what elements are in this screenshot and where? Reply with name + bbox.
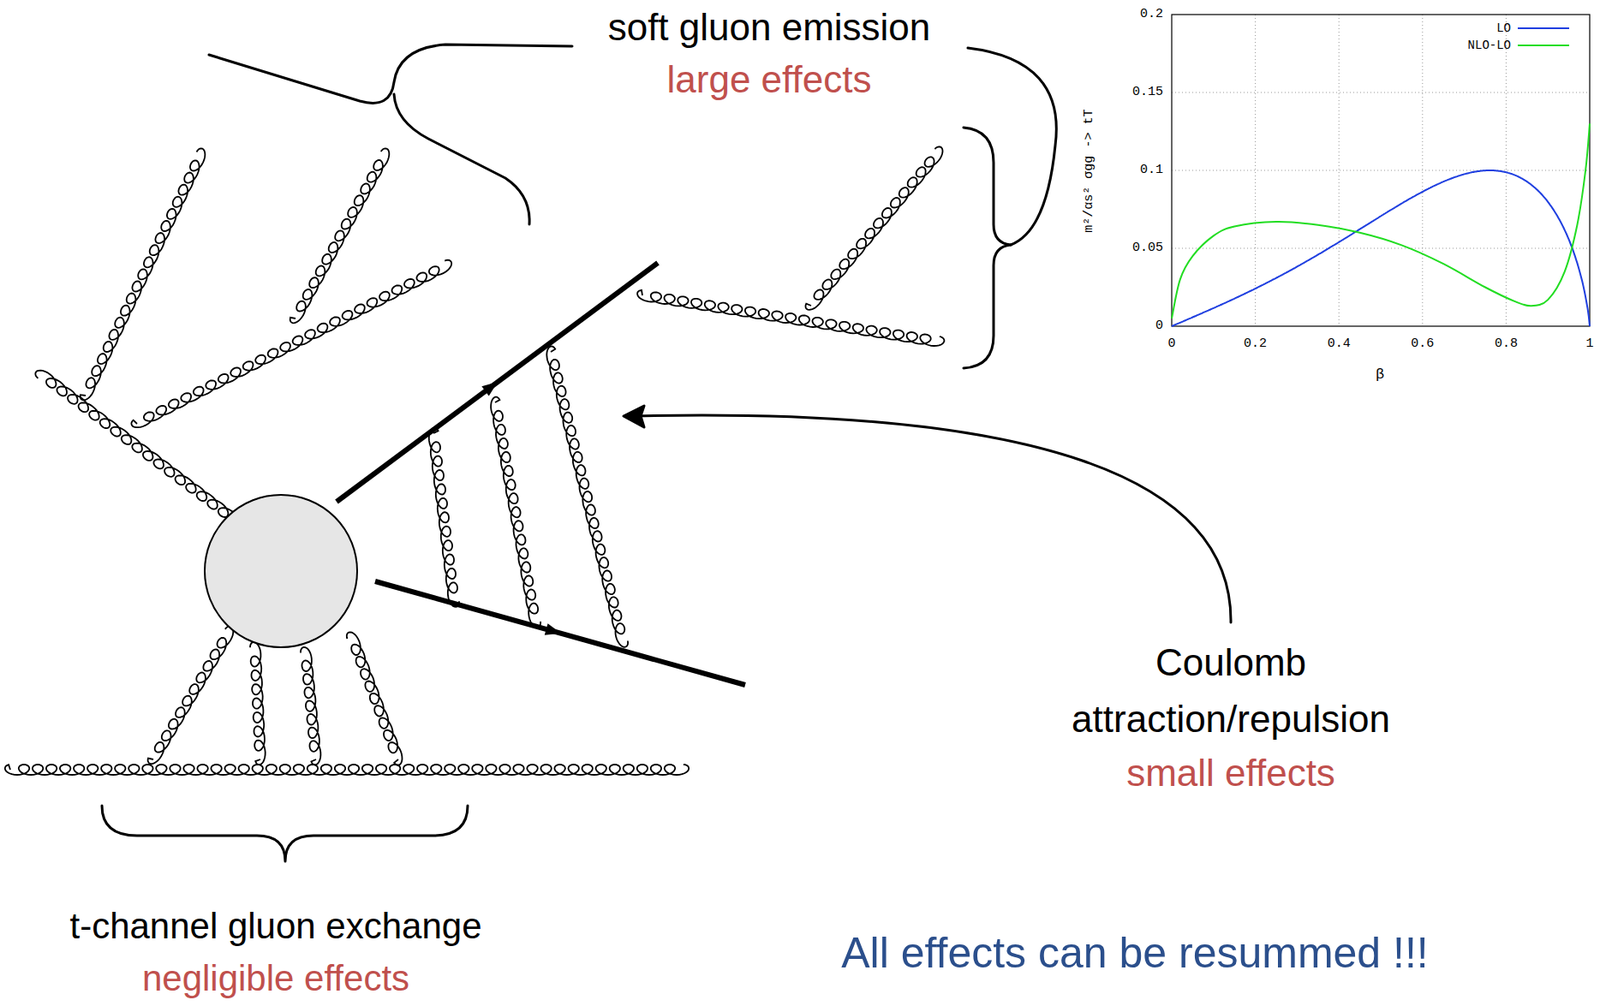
tick-label: 0.4 — [1327, 336, 1351, 352]
gluon-line — [290, 148, 390, 323]
heading-label: t-channel gluon exchange — [69, 906, 482, 948]
tick-label: 1 — [1585, 336, 1594, 352]
gluon-line — [346, 632, 403, 765]
brace — [208, 44, 573, 103]
grid-line — [1171, 170, 1590, 172]
gluon-line — [148, 626, 234, 765]
brace-leader — [967, 47, 1057, 245]
effect-label: negligible effects — [142, 958, 410, 1000]
axis-label: m²/αs² σgg -> tT — [1081, 109, 1097, 233]
plot-frame — [1171, 14, 1590, 327]
heading-label: soft gluon emission — [608, 5, 932, 50]
grid-line — [1421, 14, 1423, 327]
tick-label: 0.2 — [1243, 336, 1267, 352]
grid-line — [1338, 14, 1340, 327]
tick-label: 0.6 — [1410, 336, 1434, 352]
gluon-line — [546, 346, 628, 648]
conclusion-note: All effects can be resummed !!! — [841, 929, 1429, 980]
grid-line — [1171, 248, 1590, 250]
lo-curve — [1171, 170, 1590, 327]
brace — [101, 805, 468, 862]
gluon-line — [637, 290, 944, 347]
effect-label: large effects — [667, 58, 872, 102]
tick-label: 0.2 — [1140, 6, 1164, 22]
gluon-line — [80, 148, 206, 400]
gluon-line — [250, 642, 266, 765]
effect-label: small effects — [1126, 752, 1336, 796]
heading-label: Coulomb attraction/repulsion — [1025, 634, 1437, 748]
grid-line — [1171, 92, 1590, 94]
quark-arrow — [544, 623, 563, 639]
tick-label: 0.1 — [1140, 162, 1164, 178]
blob — [204, 495, 358, 648]
tick-label: 0.15 — [1132, 84, 1164, 100]
grid-line — [1254, 14, 1256, 327]
quark-arrow — [481, 376, 502, 396]
axis-label: β — [1375, 366, 1385, 384]
arrowhead — [623, 405, 645, 428]
gluon-line — [300, 647, 321, 766]
gluon-line — [805, 146, 944, 311]
tick-label: 0 — [1167, 336, 1176, 352]
gluon-line — [490, 397, 541, 628]
brace — [963, 127, 1011, 369]
quark-line — [375, 581, 746, 686]
legend-label: NLO-LO — [1468, 38, 1511, 53]
brace — [394, 94, 530, 225]
gluon-line — [429, 428, 460, 608]
legend-sample — [1517, 27, 1570, 30]
grid-line — [1505, 14, 1507, 327]
legend-sample — [1517, 44, 1570, 47]
quark-line — [336, 262, 658, 502]
tick-label: 0.05 — [1132, 240, 1164, 256]
gluon-line — [5, 764, 689, 776]
leader-arrow — [633, 415, 1231, 623]
gluon-line — [131, 260, 452, 429]
nlo-curve — [1171, 123, 1590, 319]
tick-label: 0 — [1155, 318, 1164, 334]
tick-label: 0.8 — [1494, 336, 1518, 352]
legend-label: LO — [1496, 21, 1511, 36]
